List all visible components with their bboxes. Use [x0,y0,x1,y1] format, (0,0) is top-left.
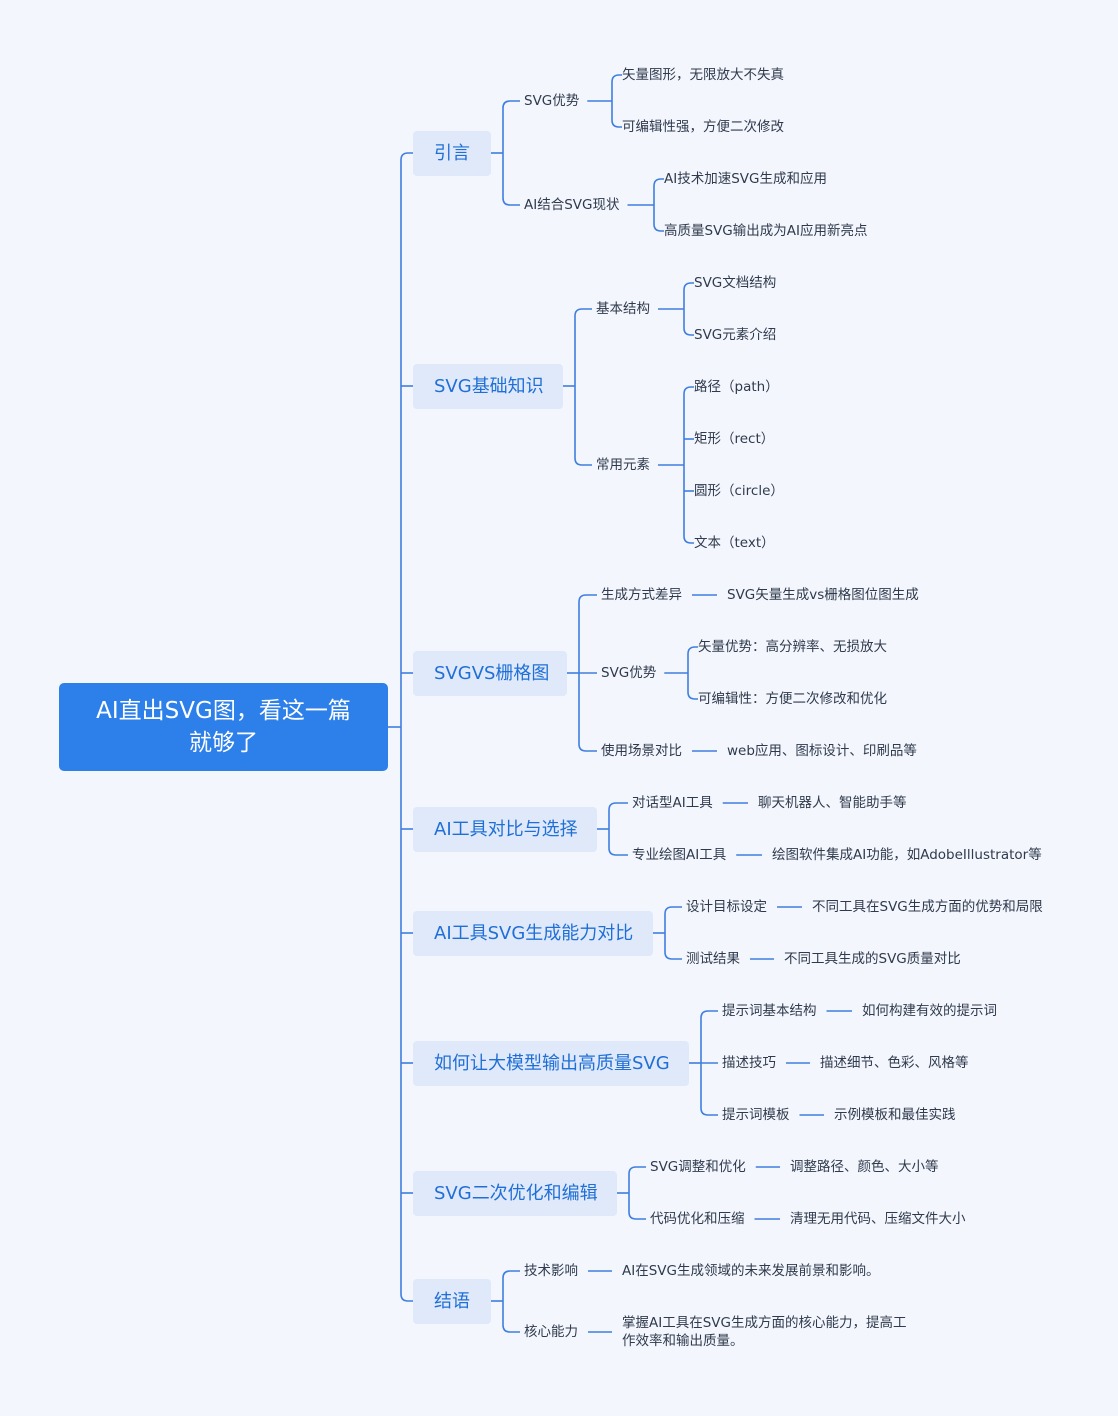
branch-label: SVG二次优化和编辑 [434,1183,598,1204]
leaf-topic[interactable]: 调整路径、颜色、大小等 [790,1159,939,1175]
subtopic[interactable]: 测试结果 [686,951,740,967]
subtopic[interactable]: SVG优势 [524,93,580,109]
connector [611,119,622,128]
branch-topic[interactable]: SVGVS栅格图 [413,651,567,696]
leaf-topic[interactable]: 圆形（circle） [694,483,784,499]
leaf-topic[interactable]: 绘图软件集成AI功能，如AdobeIllustrator等 [772,847,1042,863]
connector [611,74,622,83]
subtopic[interactable]: 描述技巧 [722,1055,776,1071]
connector [608,847,628,856]
connector [687,646,698,655]
root-topic[interactable]: AI直出SVG图，看这一篇就够了 [59,683,388,771]
subtopic[interactable]: SVG优势 [601,665,657,681]
leaf-topic[interactable]: SVG元素介绍 [694,327,777,343]
connector [683,327,694,336]
leaf-topic[interactable]: 文本（text） [694,535,775,551]
connector [628,1166,646,1175]
subtopic[interactable]: 代码优化和压缩 [650,1211,745,1227]
connector [664,951,682,960]
connector [683,386,694,395]
connector [683,282,694,291]
branch-topic[interactable]: 结语 [413,1279,491,1324]
subtopic[interactable]: 使用场景对比 [601,743,682,759]
leaf-topic[interactable]: 矩形（rect） [694,431,775,447]
subtopic[interactable]: 生成方式差异 [601,587,682,603]
leaf-topic[interactable]: 可编辑性：方便二次修改和优化 [698,691,887,707]
connector [502,100,520,109]
branch-topic[interactable]: SVG二次优化和编辑 [413,1171,617,1216]
leaf-topic[interactable]: 示例模板和最佳实践 [834,1107,956,1123]
branch-label: SVGVS栅格图 [434,663,550,684]
leaf-topic[interactable]: web应用、图标设计、印刷品等 [727,743,917,759]
connector [608,802,628,811]
connector [574,457,592,466]
connector [578,743,597,752]
connector [700,1107,718,1116]
subtopic[interactable]: 提示词模板 [722,1107,790,1123]
leaf-topic[interactable]: 掌握AI工具在SVG生成方面的核心能力，提高工作效率和输出质量。 [622,1315,907,1349]
subtopic[interactable]: 设计目标设定 [686,899,767,915]
subtopic[interactable]: 核心能力 [524,1324,578,1340]
branch-label: SVG基础知识 [434,376,544,397]
connector [664,906,682,915]
leaf-topic[interactable]: SVG矢量生成vs栅格图位图生成 [727,587,919,603]
subtopic[interactable]: 常用元素 [596,457,650,473]
branch-topic[interactable]: 引言 [413,131,491,176]
connector [502,197,520,206]
subtopic[interactable]: AI结合SVG现状 [524,197,620,213]
connector [687,691,698,700]
branch-label: 如何让大模型输出高质量SVG [434,1053,670,1074]
connector [653,223,664,232]
root-title: AI直出SVG图，看这一篇就够了 [96,698,351,756]
connector [400,152,413,161]
subtopic[interactable]: SVG调整和优化 [650,1159,746,1175]
subtopic[interactable]: 对话型AI工具 [632,795,713,811]
connector [628,1211,646,1220]
connector [502,1324,520,1333]
leaf-topic[interactable]: 聊天机器人、智能助手等 [758,795,907,811]
connector [683,535,694,544]
connector [502,1270,520,1279]
leaf-topic[interactable]: 不同工具在SVG生成方面的优势和局限 [812,899,1043,915]
leaf-topic[interactable]: SVG文档结构 [694,275,777,291]
leaf-topic[interactable]: 如何构建有效的提示词 [862,1003,997,1019]
leaf-topic[interactable]: 可编辑性强，方便二次修改 [622,119,784,135]
leaf-topic[interactable]: 矢量优势：高分辨率、无损放大 [698,639,887,655]
branch-label: 结语 [434,1291,470,1312]
leaf-topic[interactable]: 路径（path） [694,379,779,395]
branch-topic[interactable]: 如何让大模型输出高质量SVG [413,1041,689,1086]
branch-topic[interactable]: AI工具对比与选择 [413,807,597,852]
leaf-topic[interactable]: 描述细节、色彩、风格等 [820,1055,969,1071]
branch-topic[interactable]: SVG基础知识 [413,364,563,409]
subtopic[interactable]: 提示词基本结构 [722,1003,817,1019]
branch-label: AI工具SVG生成能力对比 [434,923,634,944]
leaf-topic[interactable]: 不同工具生成的SVG质量对比 [784,951,961,967]
connector [700,1010,718,1019]
subtopic[interactable]: 基本结构 [596,301,650,317]
leaf-topic[interactable]: 矢量图形，无限放大不失真 [622,67,784,83]
leaf-topic[interactable]: 高质量SVG输出成为AI应用新亮点 [664,223,868,239]
branch-label: AI工具对比与选择 [434,819,578,840]
leaf-topic[interactable]: AI技术加速SVG生成和应用 [664,171,827,187]
leaf-topic[interactable]: 清理无用代码、压缩文件大小 [790,1211,966,1227]
connector [653,178,664,187]
subtopic[interactable]: 技术影响 [524,1263,578,1279]
connector [578,594,597,603]
leaf-topic[interactable]: AI在SVG生成领域的未来发展前景和影响。 [622,1263,880,1279]
branch-label: 引言 [434,143,470,164]
subtopic[interactable]: 专业绘图AI工具 [632,847,727,863]
connector [574,308,592,317]
branch-topic[interactable]: AI工具SVG生成能力对比 [413,911,653,956]
connector [400,1293,413,1302]
